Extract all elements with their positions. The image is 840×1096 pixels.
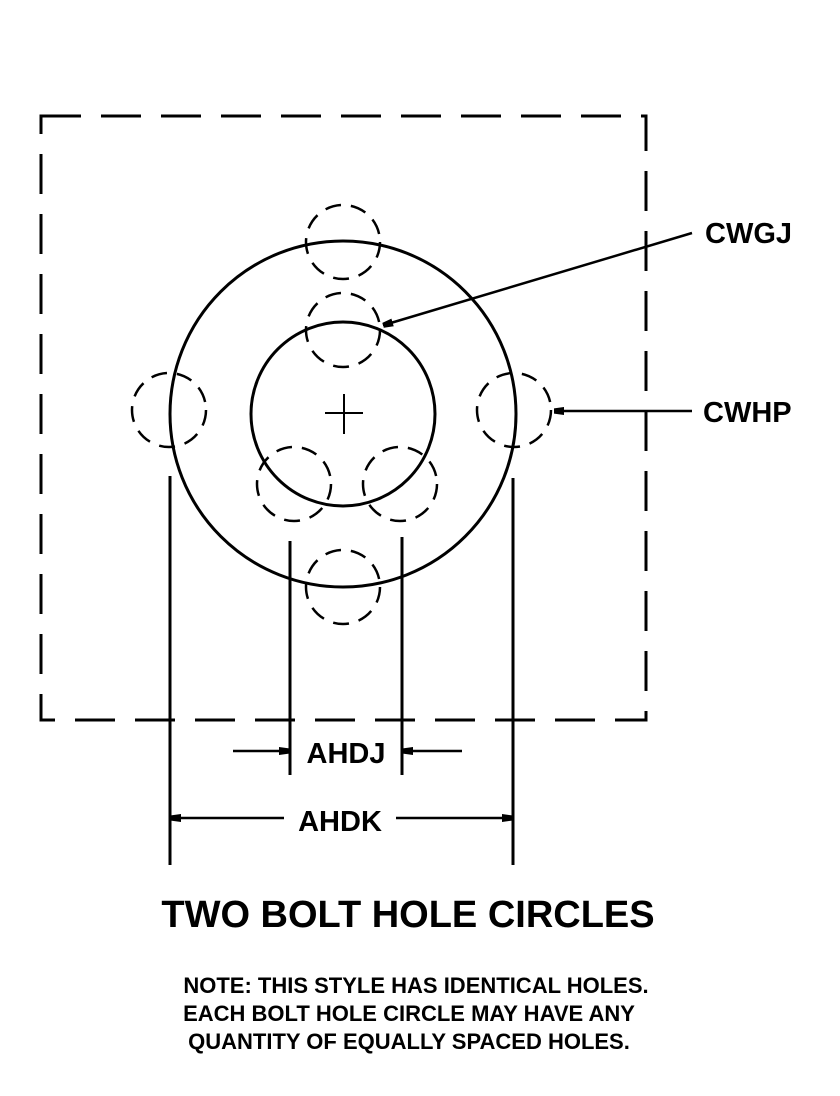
extension-lines <box>168 476 515 865</box>
drawing-title: TWO BOLT HOLE CIRCLES <box>161 894 654 936</box>
inner-circle <box>249 320 437 508</box>
outer-hole-right <box>475 371 553 449</box>
callout-cwgj: CWGJ <box>705 218 792 250</box>
callout-ahdk: AHDK <box>298 806 382 838</box>
inner-hole-top <box>304 291 382 369</box>
inner-hole-bottom-right <box>361 445 439 523</box>
note-line-2: EACH BOLT HOLE CIRCLE MAY HAVE ANY <box>183 1001 635 1026</box>
outer-bolt-holes <box>130 203 553 626</box>
inner-bolt-holes <box>255 291 439 523</box>
flange-outline <box>39 114 648 722</box>
outer-circle <box>168 239 518 589</box>
inner-hole-bottom-left <box>255 445 333 523</box>
center-mark <box>325 394 363 434</box>
callout-cwhp: CWHP <box>703 397 792 429</box>
note-line-3: QUANTITY OF EQUALLY SPACED HOLES. <box>188 1029 630 1054</box>
outer-hole-left <box>130 371 208 449</box>
note-line-1: NOTE: THIS STYLE HAS IDENTICAL HOLES. <box>183 973 648 998</box>
outer-hole-top <box>304 203 382 281</box>
callout-ahdj: AHDJ <box>307 738 386 770</box>
cwgj-leader <box>384 231 693 325</box>
outer-hole-bottom <box>304 548 382 626</box>
